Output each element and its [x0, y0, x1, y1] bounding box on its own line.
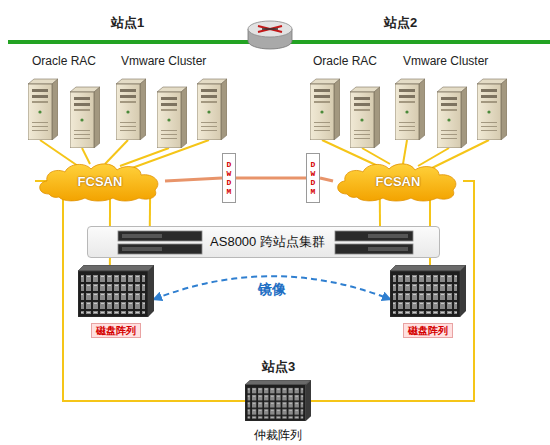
site-label: 站点2: [384, 14, 417, 32]
san-cloud: FCSAN: [35, 160, 165, 202]
server-group: [28, 79, 507, 148]
connector: [154, 276, 390, 299]
array-side: [306, 380, 311, 421]
disk-array: 磁盘阵列: [390, 265, 466, 341]
fc-link: [418, 148, 449, 166]
connector: [35, 181, 245, 401]
router-arrows: [258, 26, 282, 32]
array-label: 磁盘阵列: [91, 323, 141, 338]
fc-link: [105, 140, 128, 164]
router-top: [248, 21, 292, 37]
array-front: [390, 271, 460, 317]
server-tower: [395, 79, 425, 140]
disk-array-icon: [390, 265, 466, 317]
san-label: FCSAN: [78, 174, 123, 189]
array-side: [460, 265, 466, 317]
drive-bays: [248, 387, 304, 419]
server-tower: [350, 87, 380, 148]
dwdm-box: DWDM: [306, 153, 320, 203]
dwdm-box: DWDM: [222, 153, 236, 203]
cluster-band: AS8000 跨站点集群: [87, 226, 440, 258]
edge-label: 镜像: [258, 281, 286, 299]
fc-link: [82, 148, 90, 164]
drive-bays: [393, 274, 457, 314]
fc-link: [403, 140, 407, 164]
server-tower: [437, 87, 467, 148]
cluster-label: AS8000 跨站点集群: [202, 233, 325, 251]
array-top: [78, 265, 154, 271]
array-top: [390, 265, 466, 271]
cloud-outline: [40, 164, 158, 201]
server-tower: [310, 79, 340, 140]
server-tower: [70, 87, 100, 148]
drive-bays: [81, 274, 145, 314]
server-tower: [197, 79, 227, 140]
array-top: [245, 380, 311, 385]
quorum-array-icon: [245, 380, 311, 421]
dwdm-label: DWDM: [310, 160, 317, 196]
cluster-name: Oracle RAC: [32, 54, 96, 68]
connector: [236, 177, 306, 180]
array-front: [78, 271, 148, 317]
dwdm-label: DWDM: [226, 160, 233, 196]
connector: [149, 198, 151, 226]
server-tower: [116, 79, 146, 140]
connector: [320, 178, 333, 181]
router-icon: [248, 21, 292, 49]
san-cloud: FCSAN: [333, 160, 463, 202]
array-side: [148, 265, 154, 317]
cluster-name: Vmware Cluster: [121, 54, 206, 68]
array-caption: 仲裁阵列: [254, 427, 302, 444]
quorum-array: 仲裁阵列: [245, 380, 311, 444]
disk-array-icon: [78, 265, 154, 317]
array-label: 磁盘阵列: [403, 323, 453, 338]
connector: [311, 181, 474, 401]
san-label: FCSAN: [376, 174, 421, 189]
server-tower: [28, 79, 58, 140]
server-tower: [157, 87, 187, 148]
fc-link: [362, 148, 390, 164]
cloud-outline: [338, 164, 456, 201]
array-front: [245, 385, 306, 421]
connector: [165, 178, 222, 181]
connector: [379, 198, 381, 226]
cluster-name: Oracle RAC: [313, 54, 377, 68]
disk-array: 磁盘阵列: [78, 265, 154, 341]
site-label: 站点3: [262, 358, 295, 376]
server-tower: [477, 79, 507, 140]
cluster-name: Vmware Cluster: [403, 54, 488, 68]
router-arrows: [262, 28, 278, 30]
site-label: 站点1: [111, 14, 144, 32]
